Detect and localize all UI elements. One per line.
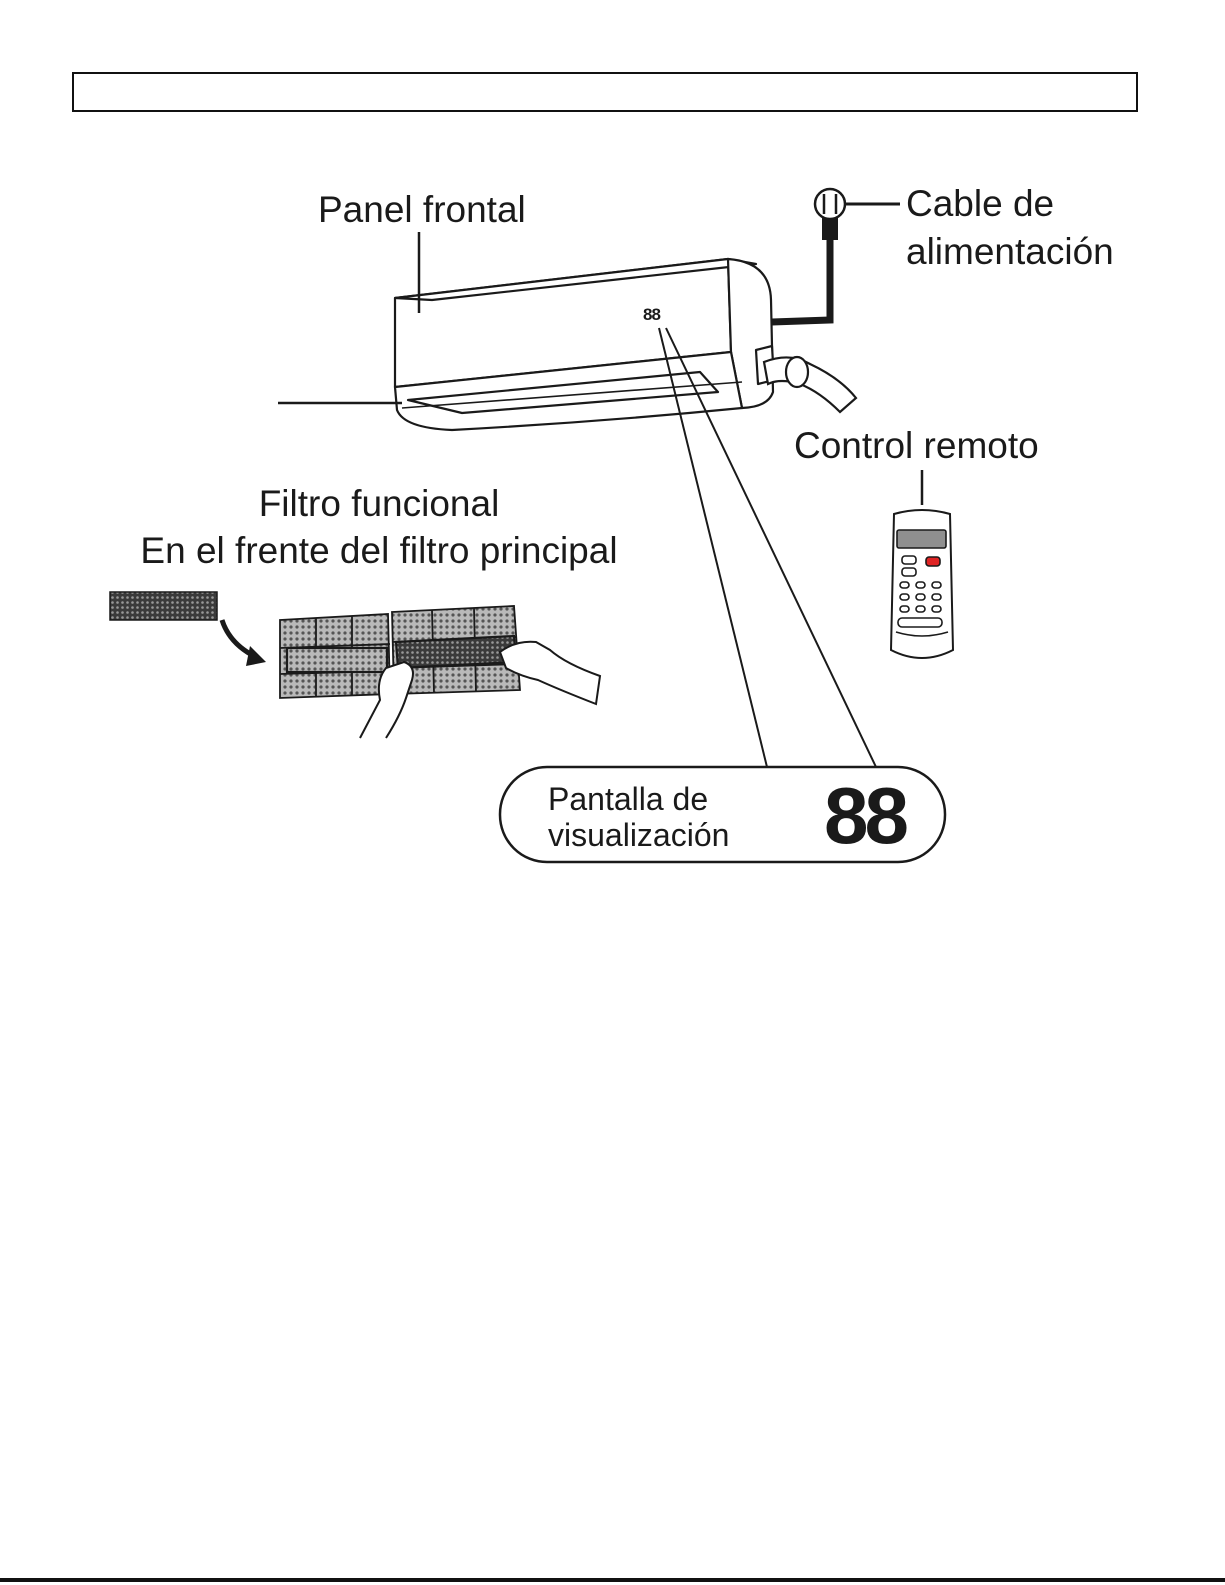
power-cable-label-line1: Cable de (906, 183, 1054, 224)
power-cable-label-line2: alimentación (906, 231, 1114, 272)
front-panel-label: Panel frontal (318, 189, 526, 230)
display-label-line1: Pantalla de (548, 781, 708, 817)
plug-icon (815, 189, 845, 219)
indoor-unit (395, 259, 774, 430)
functional-filter-label-line2: En el frente del filtro principal (140, 530, 617, 571)
filter-strip (110, 592, 217, 620)
unit-display-digits: 88 (643, 305, 660, 324)
display-label-line2: visualización (548, 817, 729, 853)
drain-hose (764, 357, 856, 412)
functional-filter-label-line1: Filtro funcional (259, 483, 500, 524)
callout-display-digits: 88 (824, 771, 907, 860)
remote-control-label: Control remoto (794, 425, 1039, 466)
bottom-rule (0, 1578, 1225, 1582)
power-cable (772, 218, 838, 322)
remote-control-icon (891, 510, 953, 658)
curved-arrow-icon (222, 620, 266, 666)
